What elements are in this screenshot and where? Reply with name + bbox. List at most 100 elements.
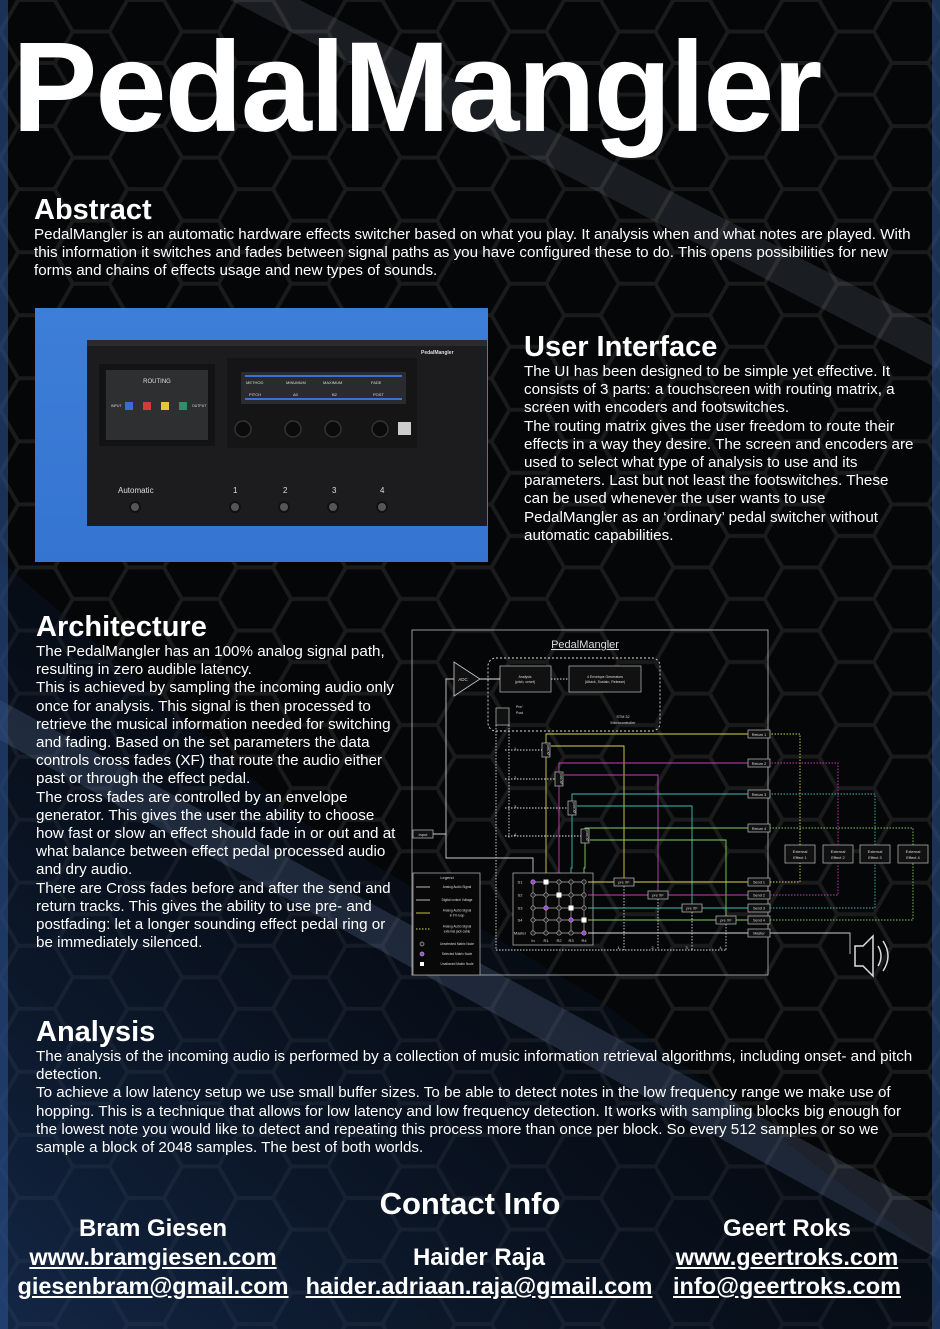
channel-number: 2. bbox=[514, 775, 517, 780]
post-xf-box bbox=[554, 771, 564, 787]
unselected-matrix-node bbox=[556, 879, 562, 885]
matrix-row-label: S4 bbox=[518, 918, 524, 923]
envelope-label: 4 Envelope Generators bbox=[587, 675, 623, 679]
unselected-matrix-node bbox=[556, 905, 562, 911]
channel-number: 3. bbox=[514, 804, 517, 809]
paragraph: The analysis of the incoming audio is pe… bbox=[36, 1048, 913, 1084]
return-box bbox=[747, 758, 771, 768]
automatic-label: Automatic bbox=[118, 486, 154, 495]
send-label: Master bbox=[753, 932, 765, 936]
routing-slot-4 bbox=[179, 402, 187, 410]
footswitches bbox=[129, 501, 388, 513]
return-cable bbox=[770, 793, 876, 845]
pre-channel-number: 2. bbox=[651, 945, 654, 950]
return-box bbox=[747, 729, 771, 739]
prepost-label: Pre/ bbox=[516, 705, 522, 709]
architecture-heading: Architecture bbox=[36, 611, 207, 643]
return-label: Return 4 bbox=[752, 827, 767, 831]
channel-number: 4. bbox=[514, 832, 517, 837]
send-cable bbox=[770, 863, 876, 909]
unselected-matrix-node bbox=[568, 930, 574, 936]
microcontroller-box bbox=[487, 657, 661, 732]
routing-title: ROUTING bbox=[143, 379, 171, 385]
device-brand: PedalMangler bbox=[421, 350, 454, 356]
paragraph: The routing matrix gives the user freedo… bbox=[524, 417, 914, 544]
external-effect-label: External bbox=[868, 849, 883, 854]
return-label: Return 3 bbox=[752, 793, 767, 797]
speaker-icon bbox=[854, 934, 889, 978]
post-xf-label: post XF bbox=[572, 803, 576, 814]
selected-matrix-node bbox=[581, 930, 587, 936]
pre-xf-label: pre XF bbox=[618, 881, 630, 885]
external-effect-box bbox=[822, 844, 854, 864]
unselected-matrix-node bbox=[543, 917, 549, 923]
unselected-matrix-node bbox=[568, 892, 574, 898]
input-to-adc bbox=[433, 678, 454, 835]
unselected-matrix-node bbox=[530, 930, 536, 936]
svg-text:3: 3 bbox=[332, 486, 337, 495]
matrix-row-label: S3 bbox=[518, 906, 524, 911]
unallowed-matrix-node bbox=[556, 892, 562, 898]
device-photo: ROUTING INPUT OUTPUT METHOD MINUMUM MAXI… bbox=[35, 308, 488, 562]
contact-name: Bram Giesen bbox=[78, 1215, 228, 1242]
send-cable bbox=[770, 863, 801, 883]
pre-channel-number: 4. bbox=[719, 945, 722, 950]
external-effect-label: External bbox=[793, 849, 808, 854]
pre-channel-number: 3. bbox=[685, 945, 688, 950]
website-link[interactable]: www.geertroks.com bbox=[675, 1244, 899, 1270]
unselected-matrix-node bbox=[581, 892, 587, 898]
pre-xf-label: pre XF bbox=[686, 907, 698, 911]
analysis-section: Analysis The analysis of the incoming au… bbox=[36, 1016, 926, 1157]
external-effect-box bbox=[784, 844, 816, 864]
paragraph: The PedalMangler has an 100% analog sign… bbox=[36, 643, 385, 679]
paragraph: The cross fades are controlled by an env… bbox=[36, 788, 396, 879]
paragraph: The UI has been designed to be simple ye… bbox=[524, 363, 895, 417]
unselected-matrix-node bbox=[543, 930, 549, 936]
return-to-matrix bbox=[583, 843, 586, 873]
dry-line bbox=[577, 805, 693, 908]
post-xf-label: post XF bbox=[559, 774, 563, 785]
user-interface-section: User Interface The UI has been designed … bbox=[524, 331, 914, 545]
pre-xf-label: pre XF bbox=[720, 919, 732, 923]
routing-slot-1 bbox=[125, 402, 133, 410]
send-cable bbox=[770, 863, 839, 896]
post-xf-label: post XF bbox=[585, 831, 589, 842]
legend-label: Unselected Matrix Node bbox=[440, 942, 474, 946]
paragraph: There are Cross fades before and after t… bbox=[36, 879, 391, 952]
email-link[interactable]: haider.adriaan.raja@gmail.com bbox=[305, 1273, 653, 1299]
pre-xf-box bbox=[715, 915, 737, 925]
post-xf-label: post XF bbox=[546, 745, 550, 756]
selected-matrix-node bbox=[530, 879, 536, 885]
envelope-box bbox=[568, 665, 642, 693]
encoder-knobs bbox=[234, 420, 389, 438]
display-header-fade: FADE bbox=[371, 380, 382, 385]
dry-line bbox=[590, 839, 727, 920]
matrix-col-label: R2 bbox=[556, 938, 562, 943]
email-link[interactable]: info@geertroks.com bbox=[673, 1273, 901, 1299]
analysis-sublabel: (pitch, onset) bbox=[515, 680, 535, 684]
external-effect-label: Effect 4 bbox=[906, 855, 920, 860]
unselected-matrix-node bbox=[530, 905, 536, 911]
legend-label: Analog Audio Signal bbox=[443, 885, 472, 889]
email-link[interactable]: giesenbram@gmail.com bbox=[17, 1273, 289, 1299]
dry-line bbox=[551, 745, 625, 882]
website-link[interactable]: www.bramgiesen.com bbox=[29, 1244, 277, 1270]
paragraph: To achieve a low latency setup we use sm… bbox=[36, 1084, 902, 1157]
unallowed-matrix-node bbox=[568, 905, 574, 911]
matrix-row-label: S2 bbox=[518, 893, 524, 898]
channel-number: 1. bbox=[514, 746, 517, 751]
return-cable bbox=[770, 762, 839, 845]
external-effect-label: External bbox=[831, 849, 846, 854]
analysis-label: Analysis bbox=[518, 675, 531, 679]
diagram-title: PedalMangler bbox=[551, 639, 619, 651]
mcu-label: STM 32 bbox=[616, 715, 629, 719]
routing-input-label: INPUT bbox=[111, 404, 122, 408]
input-to-matrix bbox=[445, 834, 534, 873]
contact-geert: Geert Roks www.geertroks.com info@geertr… bbox=[660, 1214, 914, 1301]
svg-text:2: 2 bbox=[283, 486, 288, 495]
unallowed-matrix-node bbox=[543, 879, 549, 885]
send-cable bbox=[770, 863, 914, 921]
contact-bram: Bram Giesen www.bramgiesen.com giesenbra… bbox=[14, 1214, 292, 1301]
return-label: Return 2 bbox=[752, 762, 767, 766]
legend-label: Analog Audio Signal bbox=[443, 909, 472, 913]
